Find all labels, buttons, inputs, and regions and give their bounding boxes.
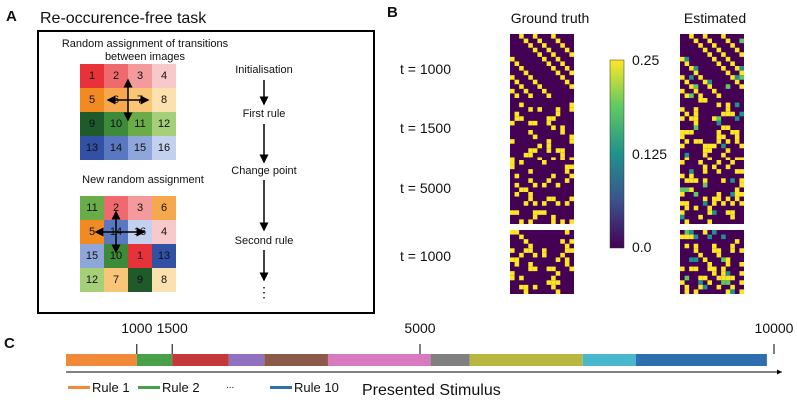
heatmap-grid [510, 34, 744, 294]
legend-item: Rule 1 [68, 380, 130, 395]
grid-cell: 1 [128, 244, 152, 268]
timeline-segment [172, 354, 229, 366]
grid-arrows [94, 78, 269, 282]
legend-item: Rule 2 [138, 380, 200, 395]
grid-cell: 14 [104, 136, 128, 160]
heatmap-estimated-2 [680, 98, 744, 162]
timeline-segment [582, 354, 636, 366]
grid-cell: 16 [152, 136, 176, 160]
flow-change-point: Change point [231, 165, 297, 177]
grid-cell: 1 [80, 64, 104, 88]
grid-cell: 9 [80, 112, 104, 136]
grid-cell: 3 [128, 196, 152, 220]
grid-cell: 4 [152, 220, 176, 244]
heatmap-estimated-3 [680, 160, 744, 224]
grid-cell: 15 [80, 244, 104, 268]
colorbar-tick-max: 0.25 [632, 52, 660, 68]
colorbar [609, 59, 625, 249]
panel-a-frame [37, 30, 375, 314]
grid-cell: 6 [152, 196, 176, 220]
grid-cell: 5 [80, 220, 104, 244]
row-label-t1000-b: t = 1000 [400, 248, 451, 264]
grid-cell: 12 [80, 268, 104, 292]
timeline-tick-label: 1500 [156, 320, 188, 336]
grid-cell: 3 [128, 64, 152, 88]
timeline-tick-label: 5000 [404, 320, 436, 336]
legend-label: ... [226, 380, 235, 391]
heatmap-ground-truth-3 [510, 160, 574, 224]
timeline-segment [635, 354, 767, 366]
legend-item: ... [226, 380, 234, 391]
timeline-tick-label: 1000 [121, 320, 153, 336]
grid-cell: 15 [128, 136, 152, 160]
col-title-estimated: Estimated [683, 10, 747, 26]
timeline-axis-arrow [777, 369, 782, 375]
legend-swatch [68, 386, 90, 389]
timeline-axis-label: Presented Stimulus [362, 382, 501, 399]
grid2-caption: New random assignment [82, 174, 204, 186]
panel-b-letter: B [387, 4, 398, 21]
legend-label: Rule 1 [92, 380, 130, 395]
grid1-caption: Random assignment of transitions between… [61, 38, 229, 63]
grid-cell: 11 [80, 196, 104, 220]
timeline-segment [136, 354, 173, 366]
grid-cell: 11 [128, 112, 152, 136]
flow-first-rule: First rule [242, 108, 286, 120]
heatmap-ground-truth-2 [510, 98, 574, 162]
col-title-ground-truth: Ground truth [510, 10, 590, 26]
panel-a-letter: A [6, 8, 17, 25]
timeline-segment [327, 354, 431, 366]
legend-swatch [138, 386, 160, 389]
legend-label: Rule 2 [162, 380, 200, 395]
legend-label: Rule 10 [294, 380, 339, 395]
timeline-segment [264, 354, 328, 366]
grid-cell: 13 [80, 136, 104, 160]
heatmap-ground-truth-4 [510, 230, 574, 294]
grid-cell: 13 [152, 244, 176, 268]
grid-cell: 5 [80, 88, 104, 112]
heatmap-estimated-1 [680, 34, 744, 98]
row-label-t5000: t = 5000 [400, 180, 451, 196]
panel-c-letter: C [4, 335, 15, 352]
timeline-segment [66, 354, 137, 366]
grid-cell: 4 [152, 64, 176, 88]
row-label-t1500: t = 1500 [400, 120, 451, 136]
colorbar-tick-mid: 0.125 [632, 146, 668, 162]
heatmap-ground-truth-1 [510, 34, 574, 98]
flow-ellipsis: ⋮ [257, 284, 271, 300]
flow-second-rule: Second rule [234, 235, 294, 247]
panel-a-title: Re-occurence-free task [40, 10, 207, 27]
legend-item: Rule 10 [270, 380, 339, 395]
grid-cell: 7 [104, 268, 128, 292]
timeline-tick-label: 10000 [754, 320, 794, 336]
flow-initialisation: Initialisation [235, 64, 293, 76]
timeline-bar [66, 344, 782, 375]
row-label-t1000: t = 1000 [400, 61, 451, 77]
heatmap-estimated-4 [680, 230, 744, 294]
grid-cell: 8 [152, 268, 176, 292]
legend-swatch [270, 386, 292, 389]
timeline-segment [430, 354, 470, 366]
timeline-segment [469, 354, 583, 366]
grid-cell: 8 [152, 88, 176, 112]
grid-cell: 9 [128, 268, 152, 292]
grid-cell: 12 [152, 112, 176, 136]
timeline-segment [228, 354, 265, 366]
colorbar-tick-min: 0.0 [632, 239, 652, 255]
